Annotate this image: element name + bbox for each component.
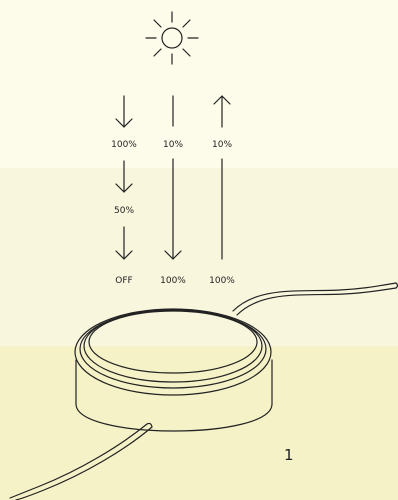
dimmer-puck bbox=[74, 308, 273, 432]
arrow-down-icon bbox=[164, 158, 182, 260]
cable-icon bbox=[232, 282, 398, 316]
column-2-label-2: 100% bbox=[160, 276, 186, 286]
column-3-label-1: 10% bbox=[211, 140, 233, 150]
arrow-up-icon bbox=[213, 95, 231, 128]
figure-number: 1 bbox=[284, 446, 294, 464]
column-1-label-1: 100% bbox=[111, 140, 137, 150]
sun-icon bbox=[145, 11, 199, 65]
background-band-middle bbox=[0, 168, 398, 346]
arrow-down-icon bbox=[115, 95, 133, 128]
arrow-down-icon bbox=[115, 226, 133, 260]
arrow-down-icon bbox=[115, 160, 133, 193]
column-2-label-1: 10% bbox=[162, 140, 184, 150]
cable-icon bbox=[9, 422, 153, 500]
column-3-label-2: 100% bbox=[209, 276, 235, 286]
column-1-label-3: OFF bbox=[115, 276, 133, 286]
background-band-top bbox=[0, 0, 398, 168]
column-1-label-2: 50% bbox=[113, 206, 135, 216]
